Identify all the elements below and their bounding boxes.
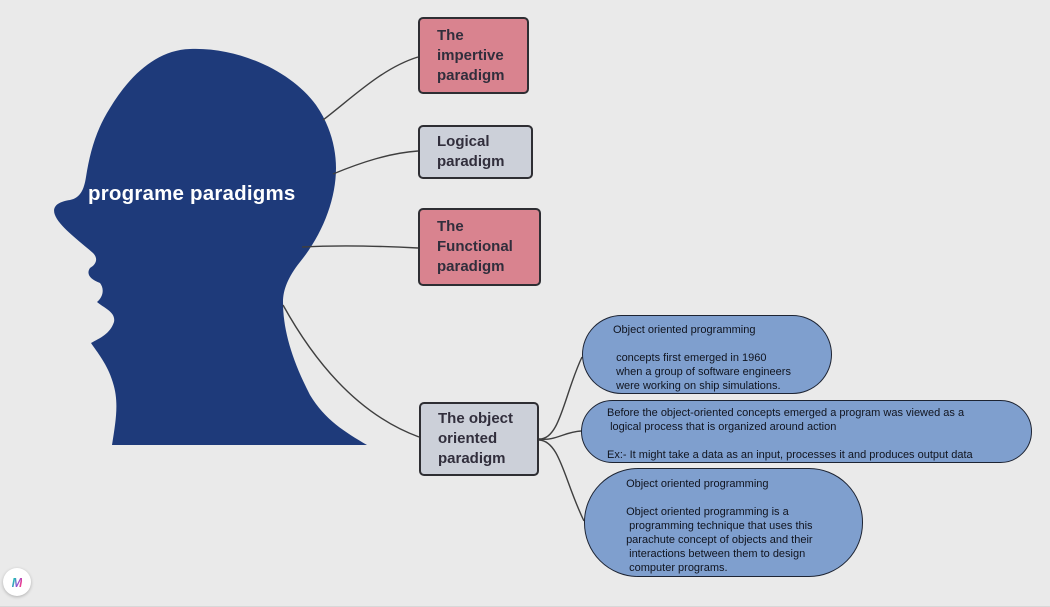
note-oop-history[interactable]: Object oriented programming concepts fir…	[582, 315, 832, 394]
central-topic-label[interactable]: programe paradigms	[88, 182, 296, 205]
connector-head-logical	[332, 150, 419, 175]
topic-object-oriented-paradigm[interactable]: The object oriented paradigm	[419, 402, 539, 476]
connector-oop-note-3	[538, 439, 585, 522]
connector-oop-note-1	[538, 356, 583, 440]
note-before-oop[interactable]: Before the object-oriented concepts emer…	[581, 400, 1032, 463]
note-oop-history-text: Object oriented programming concepts fir…	[613, 324, 791, 392]
connector-oop-note-2	[538, 430, 582, 440]
topic-logical-label: Logical paradigm	[437, 133, 505, 170]
topic-imperative-label: The impertive paradigm	[437, 26, 505, 84]
note-oop-definition[interactable]: Object oriented programming Object orien…	[584, 468, 863, 577]
topic-logical-paradigm[interactable]: Logical paradigm	[418, 125, 533, 179]
connector-head-imperative	[322, 56, 419, 121]
app-logo-letter: M	[11, 574, 23, 590]
connector-head-oop	[282, 304, 420, 438]
app-logo[interactable]: M	[3, 568, 31, 596]
note-oop-definition-text: Object oriented programming Object orien…	[626, 478, 813, 574]
topic-object-oriented-label: The object oriented paradigm	[438, 410, 514, 467]
topic-imperative-paradigm[interactable]: The impertive paradigm	[418, 17, 529, 94]
topic-functional-paradigm[interactable]: The Functional paradigm	[418, 208, 541, 286]
note-before-oop-text: Before the object-oriented concepts emer…	[607, 407, 973, 461]
head-silhouette-shape[interactable]	[54, 48, 368, 445]
connector-head-functional	[301, 245, 419, 249]
topic-functional-label: The Functional paradigm	[437, 218, 513, 275]
